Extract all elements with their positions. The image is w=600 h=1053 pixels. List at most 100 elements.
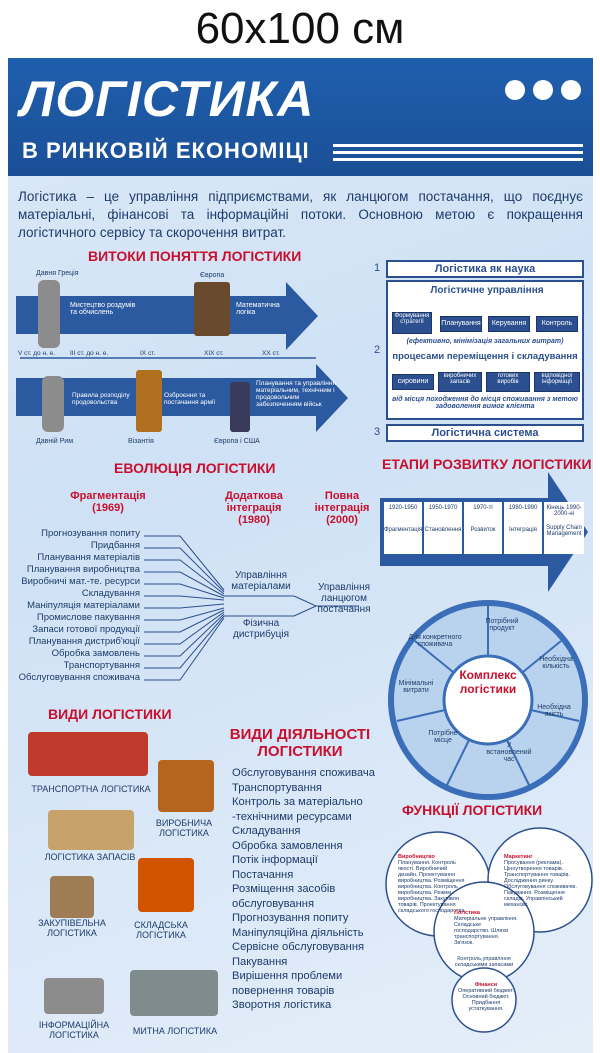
- caption-europe-usa: Європа і США: [214, 438, 260, 445]
- evo-item-6: Складування: [81, 588, 140, 599]
- evolution-title: ЕВОЛЮЦІЯ ЛОГІСТИКИ: [114, 460, 276, 476]
- evo-item-2: Придбання: [90, 540, 140, 551]
- func-managing: Керування: [488, 316, 530, 332]
- evo-item-7: Маніпуляція матеріалами: [27, 600, 140, 611]
- stage-fragmentation: Фрагментація(1969): [70, 490, 146, 514]
- activity-9: Прогнозування попиту: [232, 912, 349, 924]
- activities-title: ВИДИ ДІЯЛЬНОСТІ ЛОГІСТИКИ: [229, 726, 371, 760]
- seg-place: Потрібне місце: [428, 730, 458, 744]
- seg-quantity: Необхідна кількість: [539, 656, 573, 670]
- activity-12: Пакування: [232, 955, 288, 968]
- activity-5: Обробка замовлення: [232, 839, 343, 852]
- caption-byzantium: Візантія: [128, 438, 154, 445]
- era-2: III ст. до н. е.: [70, 350, 109, 357]
- origins-timeline: [16, 280, 348, 432]
- origin-text-modern: Планування та управління матеріальним, т…: [256, 380, 336, 408]
- item-goods: готових виробів: [486, 372, 530, 392]
- management-title: Логістичне управління: [430, 285, 544, 296]
- factory-image: [158, 760, 214, 812]
- activity-2: Транспортування: [232, 781, 322, 794]
- info-image: [44, 978, 104, 1014]
- customs-image: [130, 970, 218, 1016]
- final-supply-chain: Управління ланцюгом постачання: [317, 582, 371, 615]
- evolution-tree: [144, 535, 359, 681]
- origin-text-art: Мистецтво роздумів та обчислень: [70, 302, 136, 316]
- evo-item-1: Прогнозування попиту: [41, 528, 140, 539]
- complex-wheel: [388, 600, 588, 800]
- item-stocks: виробничих запасів: [438, 372, 482, 392]
- num-3: 3: [374, 426, 381, 438]
- num-2: 2: [374, 344, 381, 356]
- type-production: ВИРОБНИЧА ЛОГІСТИКА: [155, 818, 213, 838]
- poster: ЛОГІСТИКА В РИНКОВІЙ ЕКОНОМІЦІ Логістика…: [8, 58, 593, 1053]
- stage-full: Повна інтеграція(2000): [314, 490, 370, 526]
- func-inventory: Контроль,управління складськими запасами: [454, 956, 514, 968]
- type-transport: ТРАНСПОРТНА ЛОГІСТИКА: [31, 784, 151, 794]
- truck-image: [28, 732, 148, 776]
- evo-item-13: Обслуговування споживача: [18, 672, 140, 683]
- stages-dev-title: ЕТАПИ РОЗВИТКУ ЛОГІСТИКИ: [382, 456, 592, 472]
- evo-item-8: Промислове пакування: [36, 612, 140, 623]
- activity-6: Потік інформації: [232, 854, 318, 866]
- mid-materials: Управління матеріалами: [231, 570, 291, 592]
- decor-dots: [497, 80, 581, 105]
- seg-product: Потрібний продукт: [485, 618, 519, 632]
- intro-text: Логістика – це управління підприємствами…: [18, 189, 583, 240]
- type-warehouse: СКЛАДСЬКА ЛОГІСТИКА: [134, 920, 188, 940]
- page-subtitle: В РИНКОВІЙ ЕКОНОМІЦІ: [22, 138, 310, 163]
- evo-item-9: Запаси готової продукції: [32, 624, 140, 635]
- evo-item-12: Транспортування: [63, 660, 140, 671]
- evo-item-10: Планування дистриб'юції: [28, 636, 140, 647]
- activity-14: Зворотня логістика: [232, 999, 332, 1011]
- evo-item-4: Планування виробництва: [26, 564, 140, 575]
- poster-size-label: 60x100 см: [195, 4, 405, 53]
- activity-1: Обслуговування споживача: [232, 767, 375, 779]
- activity-8: Розміщення засобів обслуговування: [232, 883, 336, 910]
- item-info: відповідної інформації: [534, 372, 580, 392]
- origins-title: ВИТОКИ ПОНЯТТЯ ЛОГІСТИКИ: [88, 248, 302, 264]
- caption-greece: Давня Греція: [36, 270, 79, 277]
- functions-title: ФУНКЦІЇ ЛОГІСТИКИ: [402, 802, 543, 818]
- era-4: XIX ст.: [204, 350, 224, 357]
- functions-circles: [385, 827, 593, 1033]
- caption-rome: Давній Рим: [36, 438, 74, 445]
- num-1: 1: [374, 262, 381, 274]
- era-3: IX ст.: [140, 350, 156, 357]
- era-1: V ст. до н. е.: [18, 350, 56, 357]
- box-science: Логістика як наука: [386, 260, 584, 278]
- seg-time: У встановлений час: [486, 742, 532, 763]
- caption-europe: Європа: [200, 272, 225, 279]
- efficiency-note: (ефективно, мінімізація загальних витрат…: [406, 338, 564, 345]
- activity-10: Маніпуляційна діяльність: [232, 926, 364, 939]
- seg-costs: Мінімальні витрати: [398, 680, 434, 694]
- seg-quality: Необхідна якість: [537, 704, 571, 718]
- stage-additional: Додаткова інтеграція(1980): [225, 490, 283, 526]
- activity-7: Постачання: [232, 868, 294, 881]
- type-customs: МИТНА ЛОГІСТИКА: [132, 1026, 218, 1036]
- type-inventory: ЛОГІСТИКА ЗАПАСІВ: [44, 852, 136, 862]
- type-purchasing: ЗАКУПІВЕЛЬНА ЛОГІСТИКА: [38, 918, 106, 938]
- evo-item-5: Виробничі мат.-те. ресурси: [21, 576, 140, 587]
- func-strategy: Формування стратегії: [392, 312, 432, 334]
- box-management-frame: [386, 280, 584, 420]
- header: ЛОГІСТИКА В РИНКОВІЙ ЕКОНОМІЦІ: [8, 58, 593, 176]
- boxes-image: [48, 810, 134, 850]
- mid-distribution: Фізична дистрибуція: [232, 618, 290, 640]
- cart-image: [50, 876, 94, 918]
- complex-center: Комплекс логістики: [459, 668, 517, 696]
- page-title: ЛОГІСТИКА: [20, 71, 315, 127]
- activity-4: Складування: [232, 825, 301, 837]
- origin-text-army: Озброєння та постачання армії: [164, 392, 216, 406]
- type-information: ІНФОРМАЦІЙНА ЛОГІСТИКА: [38, 1020, 110, 1040]
- func-control: Контроль: [536, 316, 578, 332]
- seg-consumer: Для конкретного споживача: [408, 634, 462, 648]
